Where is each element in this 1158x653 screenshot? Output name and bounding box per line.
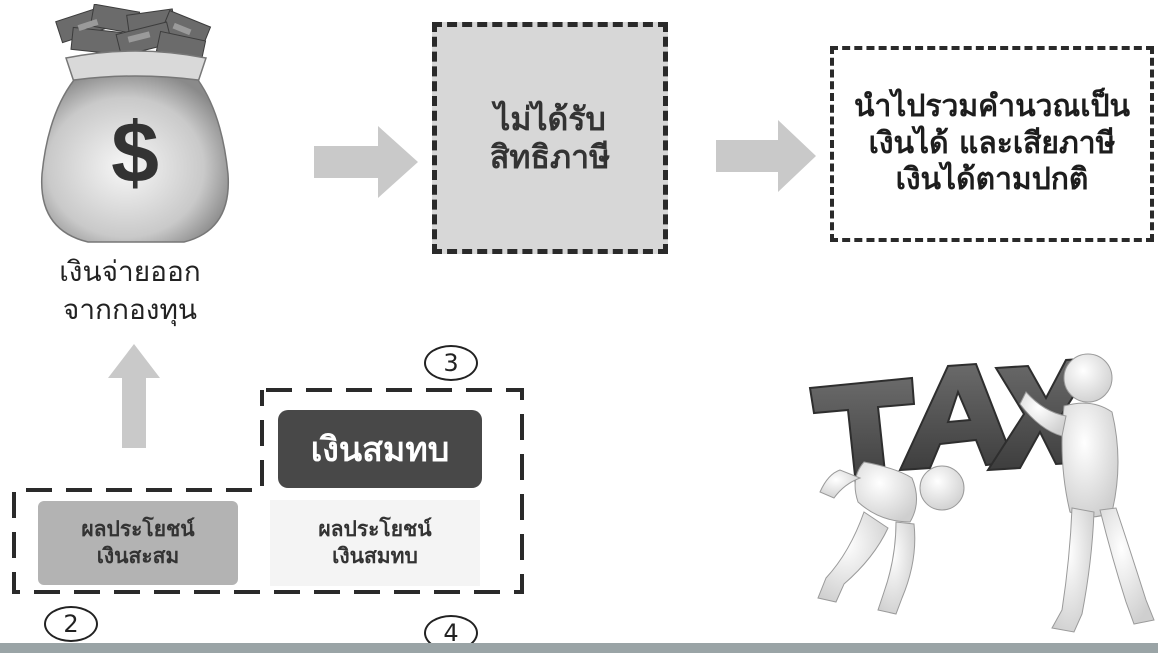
accumulated-benefit-box: ผลประโยชน์ เงินสะสม	[38, 501, 238, 585]
taxable-income-box: นำไปรวมคำนวณเป็น เงินได้ และเสียภาษี เงิ…	[830, 46, 1154, 242]
money-bag-icon: $	[40, 4, 230, 243]
not-tax-exempt-box: ไม่ได้รับ สิทธิภาษี	[432, 22, 668, 254]
grouping-dashed-outline	[12, 388, 524, 594]
contribution-benefit-box: ผลประโยชน์ เงินสมทบ	[270, 500, 480, 586]
number-badge-2: 2	[44, 606, 98, 642]
number-badge-3: 3	[424, 345, 478, 381]
arrow-up-icon	[108, 344, 160, 448]
bottom-strip	[0, 643, 1158, 653]
people-carrying-tax-icon	[808, 353, 1155, 633]
contribution-label: เงินสมทบ	[278, 410, 482, 488]
arrow-right-icon	[314, 126, 418, 198]
dollar-sign: $	[111, 105, 159, 201]
arrow-right-icon	[716, 120, 816, 192]
fund-payout-caption: เงินจ่ายออก จากกองทุน	[59, 255, 201, 326]
